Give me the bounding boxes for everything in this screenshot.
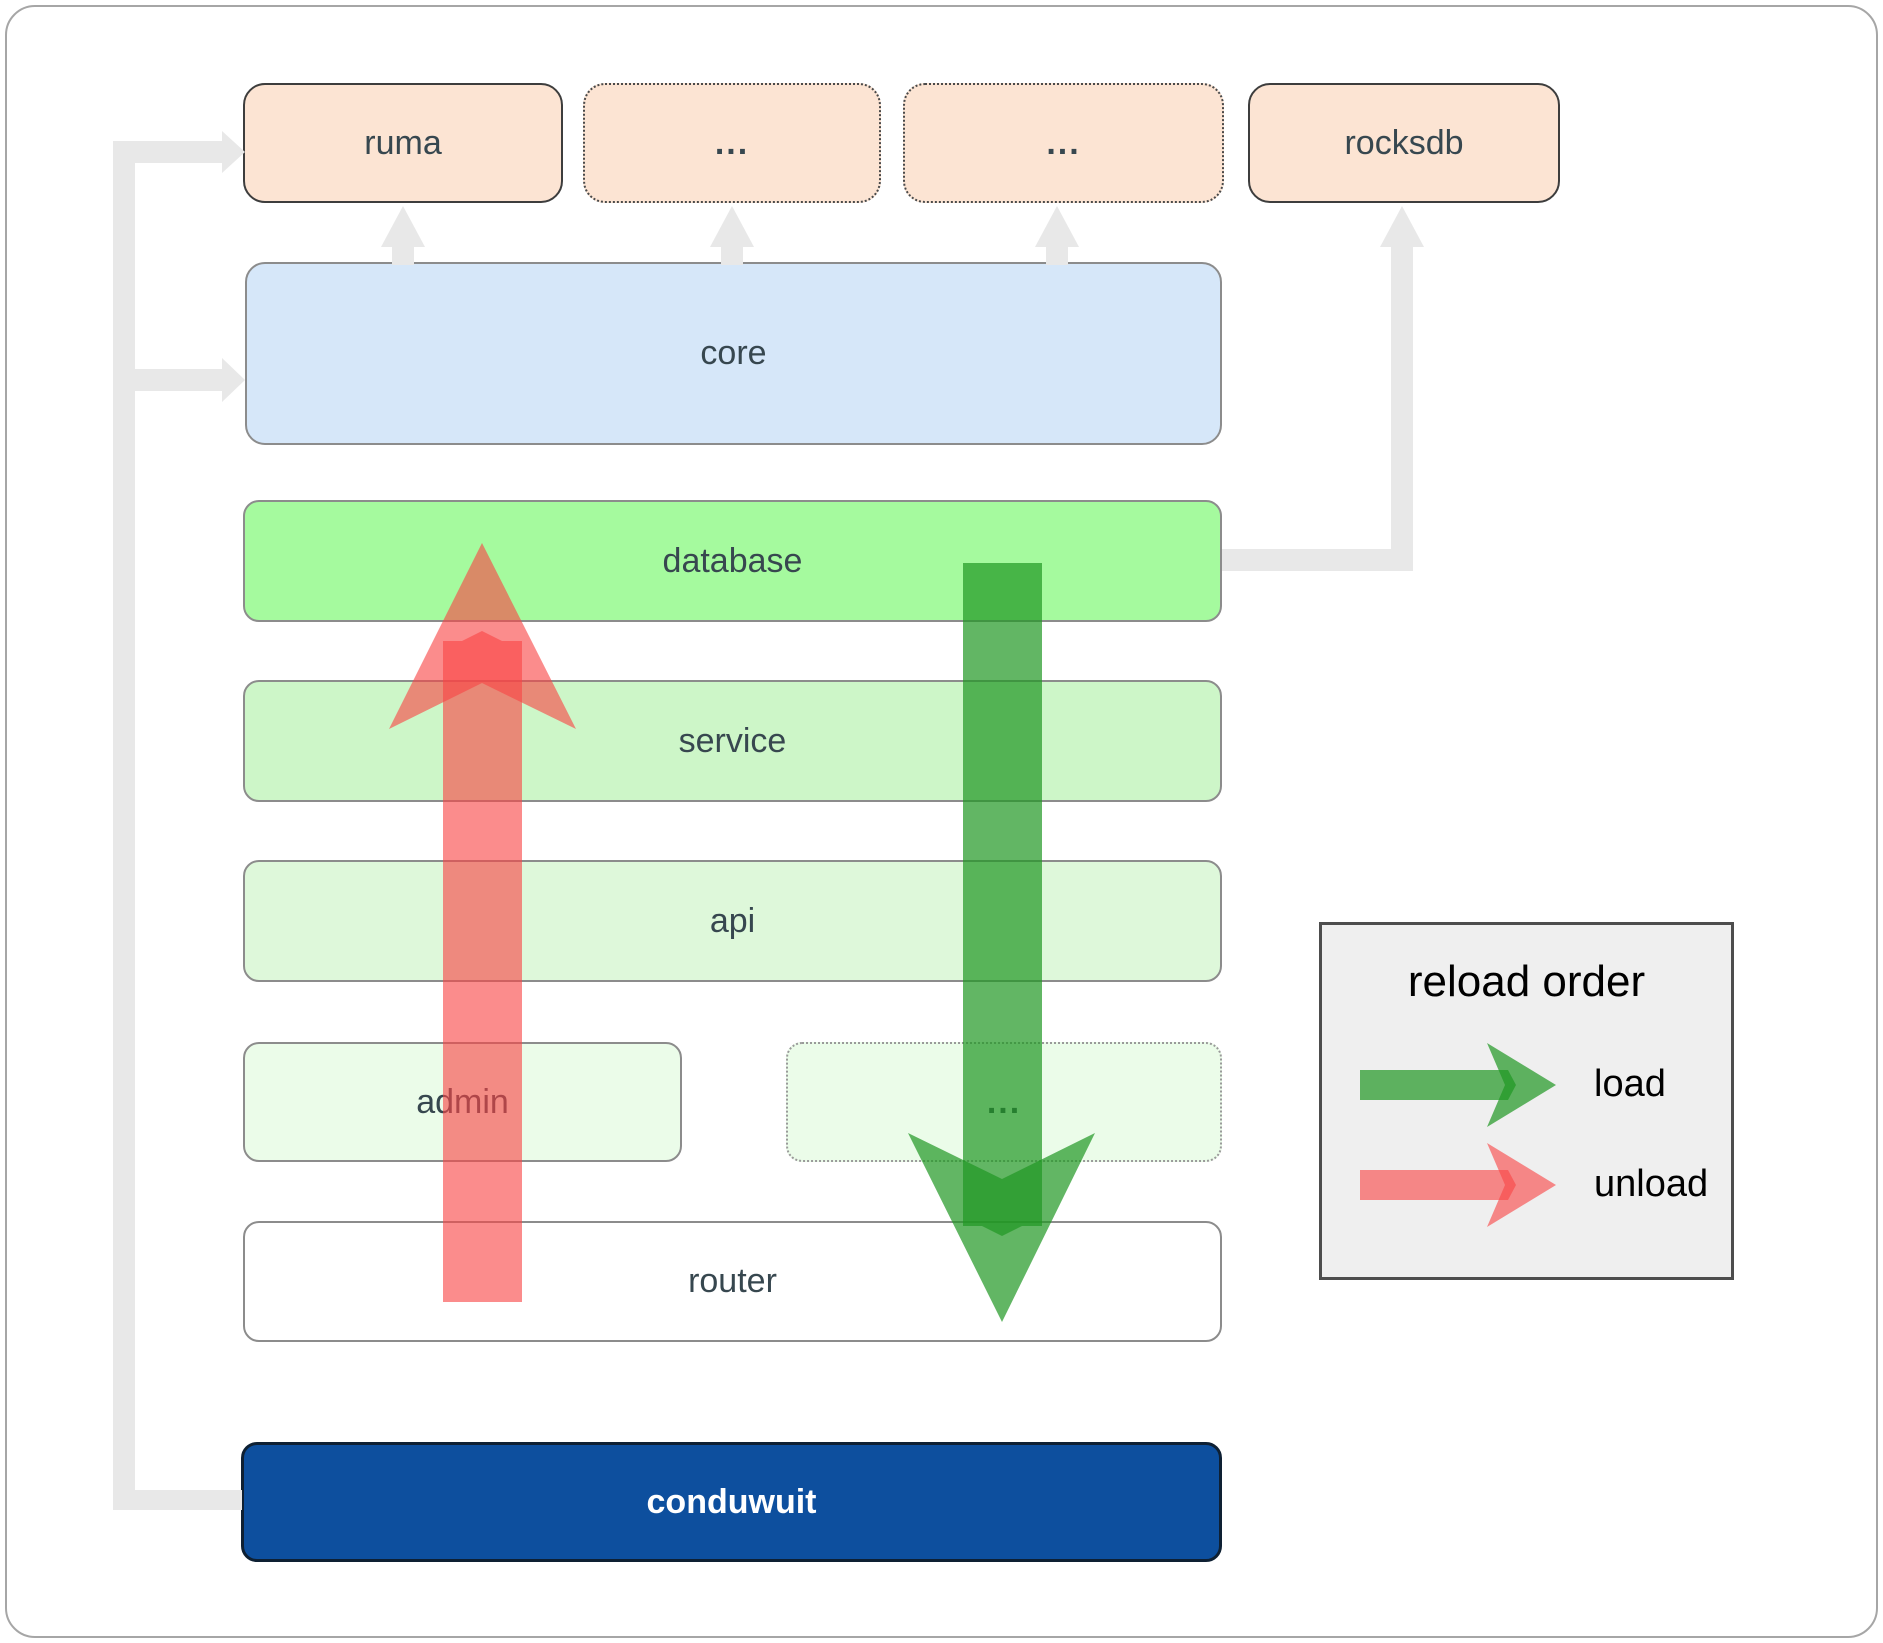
core-up-arrows (381, 206, 1079, 265)
legend-load-label: load (1594, 1063, 1666, 1105)
node-label: conduwuit (646, 1482, 817, 1521)
connector-trunk (113, 141, 135, 1510)
legend-unload-label: unload (1594, 1163, 1709, 1205)
node-other-dependency-1: ... (583, 83, 881, 203)
node-label: service (678, 721, 787, 760)
legend-title: reload order (1407, 957, 1646, 1006)
connector-conduwuit-stub (113, 1490, 242, 1510)
node-label: ... (1046, 123, 1081, 162)
node-label: admin (416, 1082, 509, 1121)
node-label: ruma (364, 123, 442, 162)
node-label: rocksdb (1344, 123, 1464, 162)
node-other-dependency-2: ... (903, 83, 1224, 203)
node-label: api (709, 901, 756, 940)
node-ruma: ruma (243, 83, 563, 203)
node-rocksdb: rocksdb (1248, 83, 1560, 203)
node-router: router (243, 1221, 1222, 1342)
connector-ruma-shaft (135, 141, 223, 163)
arrowhead-into-core (222, 358, 245, 402)
connector-horizontal (1222, 549, 1413, 571)
unload-arrow-icon (1360, 1143, 1556, 1227)
conduwuit-connector (113, 131, 245, 1510)
node-label: ... (986, 1082, 1022, 1121)
arrowhead-into-ruma (222, 131, 245, 173)
arrowhead-into-rocksdb (1380, 206, 1424, 247)
node-database: database (243, 500, 1222, 622)
up-arrow-dep2-head (1035, 206, 1079, 247)
outer-frame (5, 5, 1878, 1638)
node-admin: admin (243, 1042, 682, 1162)
up-arrow-ruma-head (381, 206, 425, 247)
legend-arrows (1360, 1043, 1556, 1227)
node-core: core (245, 262, 1222, 445)
connector-core-shaft (135, 369, 223, 391)
node-label: ... (714, 123, 750, 162)
node-label: router (688, 1262, 777, 1300)
node-label: core (700, 334, 767, 372)
database-rocksdb-connector (1222, 206, 1424, 571)
connector-vertical (1391, 245, 1413, 571)
load-arrow-icon (1360, 1043, 1556, 1127)
node-service: service (243, 680, 1222, 802)
up-arrow-dep1-head (710, 206, 754, 247)
node-admin-more: ... (786, 1042, 1222, 1162)
node-conduwuit: conduwuit (241, 1442, 1222, 1562)
node-label: database (662, 541, 803, 580)
legend-reload-order: reload order load unload (1319, 922, 1734, 1280)
node-api: api (243, 860, 1222, 982)
